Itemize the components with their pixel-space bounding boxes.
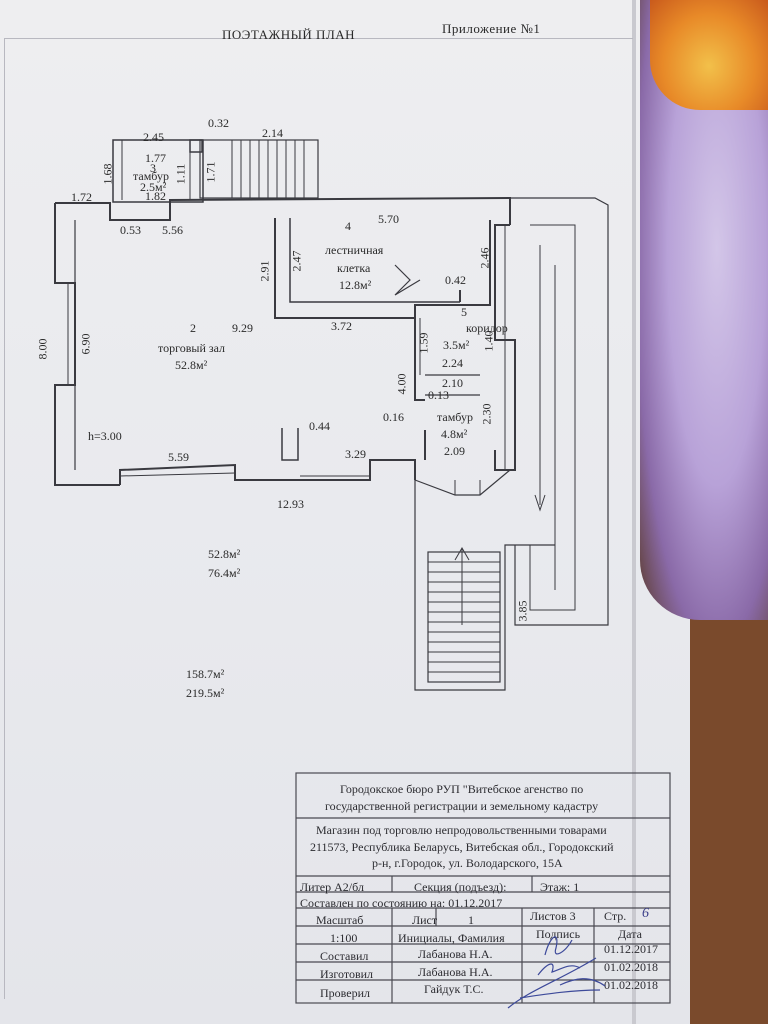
room-tambur1-name: тамбур (133, 169, 169, 183)
floor-plan-drawing (54, 139, 609, 691)
dim-5-56: 5.56 (162, 223, 183, 237)
checked-name: Гайдук Т.С. (424, 982, 484, 996)
sheet-frame (4, 38, 633, 999)
dim-5-70: 5.70 (378, 212, 399, 226)
dim-2-10: 2.10 (442, 376, 463, 390)
sheet-edge (632, 0, 636, 1024)
object-line-3: р-н, г.Городок, ул. Володарского, 15А (372, 856, 563, 870)
dim-5-59: 5.59 (168, 450, 189, 464)
total-area-3: 158.7м² (186, 667, 225, 681)
title-block-grid (295, 772, 671, 1004)
stair-room-area: 12.8м² (339, 278, 372, 292)
compiled-role: Составил (320, 949, 369, 963)
stair-room-inner (289, 218, 460, 303)
lower-stair (414, 480, 555, 691)
corridor-area: 3.5м² (443, 338, 470, 352)
dim-1-72: 1.72 (71, 190, 92, 204)
dim-9-29: 9.29 (232, 321, 253, 335)
corridor-wall (414, 318, 425, 401)
stair-room-name-2: клетка (337, 261, 371, 275)
ramp (510, 197, 609, 626)
made-date: 01.02.2018 (604, 960, 658, 974)
page-title: ПОЭТАЖНЫЙ ПЛАН (222, 27, 356, 42)
corridor-name: коридор (466, 321, 508, 335)
compiled-date: 01.12.2017 (604, 942, 658, 956)
dim-3-72: 3.72 (331, 319, 352, 333)
dim-0-32: 0.32 (208, 116, 229, 130)
outer-wall-bottom (119, 459, 416, 485)
tambur2-name: тамбур (437, 410, 473, 424)
dim-0-13: 0.13 (428, 388, 449, 402)
stair-room-number: 4 (345, 219, 351, 233)
stair-room-wall (274, 218, 491, 319)
tambur2-area: 4.8м² (441, 427, 468, 441)
checked-date: 01.02.2018 (604, 978, 658, 992)
dim-2-14: 2.14 (262, 126, 283, 140)
hall-name: торговый зал (158, 341, 226, 355)
right-wall (494, 224, 516, 471)
checked-role: Проверил (320, 986, 370, 1000)
sheet-header: Лист (412, 913, 438, 927)
dim-0-44: 0.44 (309, 419, 330, 433)
sheet-value: 1 (468, 913, 474, 927)
dim-0-53: 0.53 (120, 223, 141, 237)
names-header: Инициалы, Фамилия (398, 931, 505, 945)
dim-3-29: 3.29 (345, 447, 366, 461)
total-area-4: 219.5м² (186, 686, 225, 700)
signature-header: Подпись (536, 927, 581, 941)
dim-1-77: 1.77 (145, 151, 166, 165)
stair-room-name-1: лестничная (325, 243, 384, 257)
litera-field: Литер А2/бл (300, 880, 364, 894)
signature-checked (507, 957, 606, 1009)
floor-field: Этаж: 1 (540, 880, 580, 894)
section-field: Секция (подъезд): (414, 880, 507, 894)
dim-12-93: 12.93 (277, 497, 304, 511)
corridor-number: 5 (461, 305, 467, 319)
signature-made (537, 963, 581, 976)
dim-1-82: 1.82 (145, 189, 166, 203)
sheets-total: Листов 3 (530, 909, 576, 923)
object-line-2: 211573, Республика Беларусь, Витебская о… (310, 840, 614, 854)
page-header: Стр. (604, 909, 627, 923)
made-role: Изготовил (320, 967, 374, 981)
dim-2-24: 2.24 (442, 356, 463, 370)
room-tambur1-area: 2.5м² (140, 180, 167, 194)
dim-2-09: 2.09 (444, 444, 465, 458)
org-name-line-1: Городокское бюро РУП "Витебское агенство… (340, 782, 584, 796)
exit-porch (414, 469, 511, 496)
org-name-line-2: государственной регистрации и земельному… (325, 799, 599, 813)
page-value: 6 (642, 906, 649, 921)
scale-value: 1:100 (330, 931, 358, 945)
signature-compiled (544, 936, 573, 956)
dim-2-45: 2.45 (143, 130, 164, 144)
hall-area: 52.8м² (175, 358, 208, 372)
ceiling-height: h=3.00 (88, 429, 122, 443)
date-header: Дата (618, 927, 642, 941)
bottom-window (119, 472, 236, 477)
dim-0-42: 0.42 (445, 273, 466, 287)
object-line-1: Магазин под торговлю непродовольственным… (316, 823, 607, 837)
state-date-field: Составлен по состоянию на: 01.12.2017 (300, 896, 503, 910)
scale-header: Масштаб (316, 913, 364, 927)
total-area-1: 52.8м² (208, 547, 241, 561)
appendix-label: Приложение №1 (442, 21, 541, 36)
total-area-2: 76.4м² (208, 566, 241, 580)
hall-number: 2 (190, 321, 196, 335)
room-3-number: 3 (150, 161, 156, 175)
dim-0-16: 0.16 (383, 410, 404, 424)
compiled-name: Лабанова Н.А. (418, 947, 493, 961)
signatures (507, 936, 606, 1009)
background-decoration-top (650, 0, 768, 110)
made-name: Лабанова Н.А. (418, 965, 493, 979)
